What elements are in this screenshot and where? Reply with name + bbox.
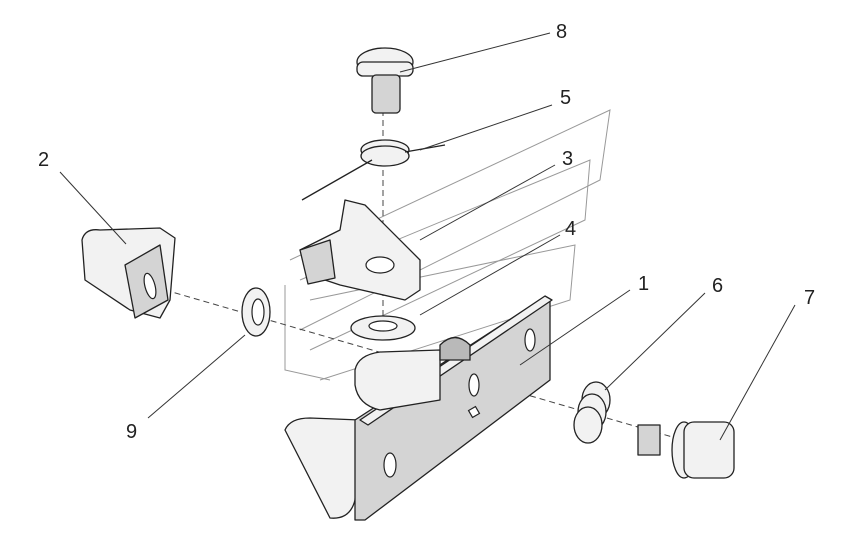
coil-spring-part — [573, 381, 611, 444]
leader-lines — [59, 32, 796, 441]
pin-part — [356, 47, 414, 114]
latch-plate-part — [299, 199, 421, 301]
callout-label-1: 1 — [638, 273, 649, 295]
torsion-spring-part — [301, 139, 446, 201]
bracket-part — [284, 295, 553, 521]
washer-part-4 — [350, 315, 416, 341]
callout-label-3: 3 — [562, 148, 573, 170]
callout-label-5: 5 — [560, 87, 571, 109]
background-outline — [284, 109, 611, 381]
callout-label-6: 6 — [712, 275, 723, 297]
callout-label-7: 7 — [804, 287, 815, 309]
callout-label-2: 2 — [38, 149, 49, 171]
catch-bracket-part — [81, 227, 176, 319]
callout-labels: 8 5 3 4 1 6 7 2 9 — [38, 21, 815, 443]
hinge-bolt-part — [637, 421, 735, 479]
callout-label-8: 8 — [556, 21, 567, 43]
callout-label-4: 4 — [565, 218, 576, 240]
washer-part-9 — [241, 287, 271, 337]
callout-label-9: 9 — [126, 421, 137, 443]
